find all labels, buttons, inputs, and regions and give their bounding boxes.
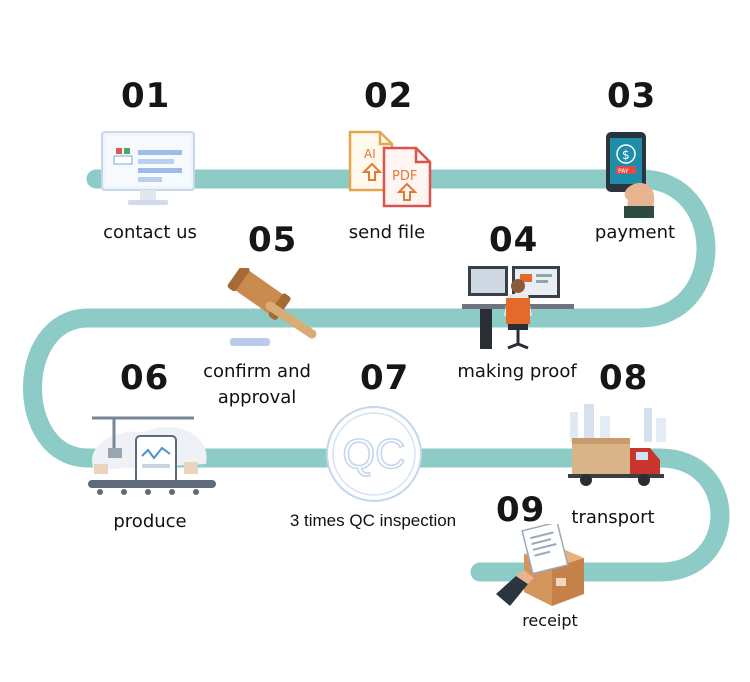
package-receipt-icon bbox=[496, 524, 584, 606]
step-label-05-line-1: confirm and bbox=[203, 361, 311, 382]
step-label-08: transport bbox=[571, 507, 655, 528]
step-number-01: 01 bbox=[121, 76, 171, 116]
phone-pay-icon: $ PAY bbox=[606, 132, 655, 218]
step-label-06: produce bbox=[113, 511, 187, 532]
step-number-02: 02 bbox=[364, 76, 414, 116]
monitor-icon bbox=[101, 131, 195, 205]
pay-badge: PAY bbox=[618, 168, 629, 175]
truck-icon bbox=[568, 404, 666, 486]
ai-badge: AI bbox=[364, 147, 376, 161]
step-label-07: 3 times QC inspection bbox=[289, 511, 457, 530]
designer-desk-icon bbox=[462, 266, 574, 350]
file-pdf-icon: AI PDF bbox=[348, 130, 432, 208]
step-number-08: 08 bbox=[599, 358, 649, 398]
step-number-09: 09 bbox=[496, 490, 546, 530]
step-number-06: 06 bbox=[120, 358, 170, 398]
factory-line-icon bbox=[88, 416, 216, 495]
pdf-badge: PDF bbox=[392, 169, 417, 184]
step-number-07: 07 bbox=[360, 358, 410, 398]
step-label-04: making proof bbox=[457, 361, 577, 382]
step-number-04: 04 bbox=[489, 220, 539, 260]
step-label-02: send file bbox=[348, 222, 426, 243]
step-label-05: confirm and approval bbox=[192, 359, 322, 411]
qc-stamp-icon: QC bbox=[326, 406, 422, 502]
qc-stamp-text: QC bbox=[343, 430, 406, 477]
step-label-09: receipt bbox=[522, 611, 578, 630]
step-label-05-line-2: approval bbox=[217, 387, 297, 408]
gavel-icon bbox=[227, 268, 317, 346]
step-number-03: 03 bbox=[607, 76, 657, 116]
svg-text:$: $ bbox=[622, 148, 630, 162]
step-label-01: contact us bbox=[103, 222, 197, 243]
step-label-03: payment bbox=[594, 222, 676, 243]
step-number-05: 05 bbox=[248, 220, 298, 260]
